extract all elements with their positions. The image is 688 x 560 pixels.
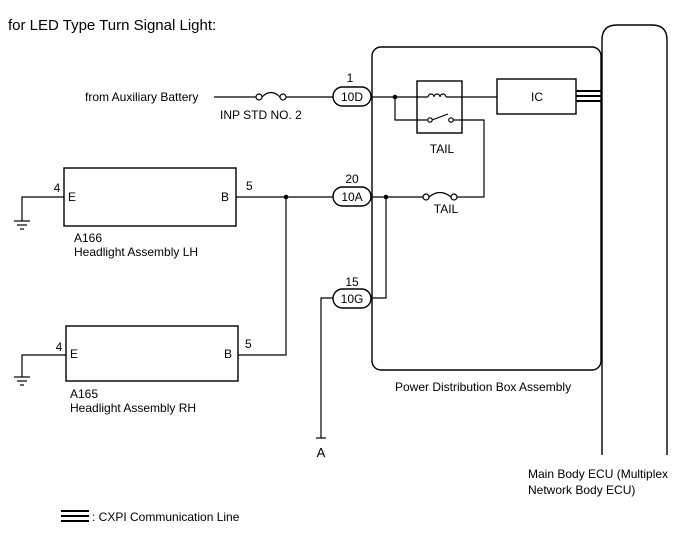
battery-source-label: from Auxiliary Battery — [85, 90, 198, 104]
headlight-assembly-lh: E B 4 5 A166 Headlight Assembly LH — [54, 167, 253, 259]
rh-pin-e-num: 4 — [56, 340, 63, 354]
cxpi-bus — [576, 90, 602, 102]
ic-label: IC — [531, 90, 543, 104]
connector-10d-pin: 1 — [347, 71, 354, 85]
lh-pin-b: B — [221, 190, 229, 204]
lh-pin-e-num: 4 — [54, 181, 61, 195]
rh-ground-icon — [14, 354, 66, 386]
lh-code: A166 — [74, 231, 102, 245]
connector-10a: 20 10A — [332, 172, 372, 207]
legend-cxpi: : CXPI Communication Line — [61, 510, 240, 524]
relay-feed-wires — [371, 94, 417, 121]
relay-output-wire — [462, 119, 485, 198]
lh-pin-e: E — [68, 190, 76, 204]
inp-std-fuse-label: INP STD NO. 2 — [220, 108, 302, 122]
headlight-assembly-rh: E B 4 5 A165 Headlight Assembly RH — [56, 325, 252, 415]
power-distribution-box — [371, 46, 602, 371]
legend-label: : CXPI Communication Line — [92, 510, 240, 524]
rh-code: A165 — [70, 387, 98, 401]
connector-10d: 1 10D — [332, 71, 372, 107]
rh-pin-b-num: 5 — [245, 337, 252, 351]
main-body-ecu — [601, 24, 668, 455]
off-page-connector-a: A — [317, 445, 326, 460]
ecu-label-line1: Main Body ECU (Multiplex — [528, 467, 668, 481]
rh-name: Headlight Assembly RH — [70, 401, 196, 415]
connector-10a-code: 10A — [341, 190, 362, 204]
connector-10a-pin: 20 — [345, 172, 359, 186]
connector-10g-pin: 15 — [345, 275, 359, 289]
tail-relay: TAIL — [416, 80, 463, 156]
tail-relay-label: TAIL — [430, 142, 455, 156]
lh-pin-b-num: 5 — [246, 179, 253, 193]
connector-10g: 15 10G — [332, 275, 372, 309]
diagram-title: for LED Type Turn Signal Light: — [8, 17, 216, 34]
junction-10g-wire — [371, 197, 387, 299]
lh-ground-icon — [14, 196, 64, 230]
ic-module: IC — [496, 78, 577, 115]
power-box-label: Power Distribution Box Assembly — [395, 380, 571, 394]
rh-b-wire — [236, 197, 287, 356]
rh-pin-b: B — [224, 347, 232, 361]
tail-fuse-symbol — [422, 191, 463, 201]
ecu-label-line2: Network Body ECU) — [528, 483, 635, 497]
wire-to-a — [320, 297, 333, 438]
rh-pin-e: E — [70, 347, 78, 361]
lh-name: Headlight Assembly LH — [74, 245, 198, 259]
battery-feed: from Auxiliary Battery INP STD NO. 2 — [85, 90, 333, 122]
connector-10g-code: 10G — [341, 292, 364, 306]
tail-fuse-label: TAIL — [434, 202, 459, 216]
connector-10d-code: 10D — [341, 90, 363, 104]
inp-std-fuse-symbol — [255, 91, 287, 101]
